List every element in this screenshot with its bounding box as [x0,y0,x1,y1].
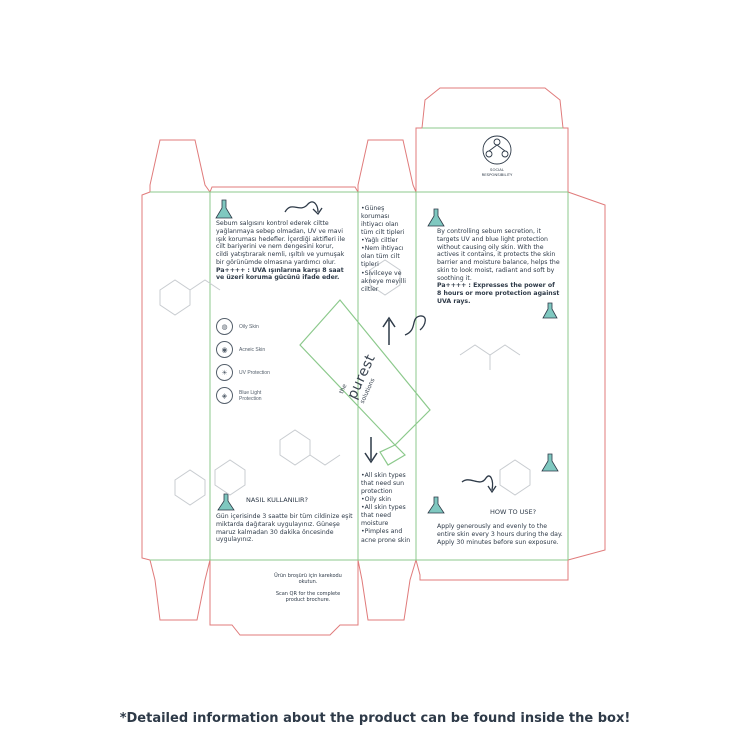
tube-illustration [299,299,431,466]
left-usage-title: NASIL KULLANILIR? [246,496,309,504]
legend-item-acneic: ◉ Acneic Skin [216,341,265,358]
left-description: Sebum salgısını kontrol ederek ciltte ya… [216,220,348,282]
list-item: •All skin types that need sun protection [361,472,406,496]
list-item: •All skin types that need moisture [361,504,406,528]
left-usage-text: Gün içerisinde 3 saatte bir tüm cildiniz… [216,513,353,544]
arrow-up-icon [382,316,396,345]
list-item: •Sivilceye ve akneye meyilli ciltler [361,269,406,293]
right-usage-text: Apply generously and evenly to the entir… [437,523,563,546]
arrow-down-icon [364,437,378,464]
oily-skin-icon: ◍ [216,318,233,335]
list-item: •Güneş koruması ihtiyacı olan tüm cilt t… [361,205,405,237]
blue-light-icon: ◈ [216,387,233,404]
left-paragraph: Sebum salgısını kontrol ederek ciltte ya… [216,220,346,266]
left-highlight: Pa++++ : UVA ışınlarına karşı 8 saat ve … [216,266,344,282]
curly-arrow-icon [284,201,497,494]
uv-protection-icon: ☀ [216,364,233,381]
right-usage-title: HOW TO USE? [490,508,537,516]
right-description: By controlling sebum secretion, it targe… [437,228,561,306]
legend-label: Oily Skin [239,323,259,330]
legend-label: Acneic Skin [239,346,266,353]
acneic-skin-icon: ◉ [216,341,233,358]
bottom-flap-tr: Ürün broşürü için karekodu okutun. [274,573,342,586]
right-paragraph: By controlling sebum secretion, it targe… [437,228,560,282]
legend-item-uv: ☀ UV Protection [216,364,270,381]
list-item: •Nem ihtiyacı olan tüm cilt tipleri [361,245,404,269]
flask-icon [215,199,559,514]
middle-bottom-bullets: •All skin types that need sun protection… [361,472,413,545]
legend-label: Blue Light Protection [239,389,262,402]
legend-label: UV Protection [239,369,270,376]
middle-top-bullets: •Güneş koruması ihtiyacı olan tüm cilt t… [361,205,411,294]
social-label: SOCIAL RESPONSIBILITY [481,167,513,177]
bottom-flap-en: Scan QR for the complete product brochur… [275,591,341,604]
list-item: •Yağlı ciltler [361,237,399,245]
legend-item-blue-light: ◈ Blue Light Protection [216,387,269,404]
social-responsibility-icon [482,135,512,165]
list-item: •Pimples and acne prone skin [361,528,411,544]
right-highlight: Pa++++ : Expresses the power of 8 hours … [437,282,560,305]
fold-lines [150,127,569,561]
molecule-drawing [159,259,531,506]
cut-lines [141,87,606,636]
footer-note: *Detailed information about the product … [119,711,631,726]
legend-item-oily: ◍ Oily Skin [216,318,259,335]
list-item: •Oily skin [361,496,392,504]
